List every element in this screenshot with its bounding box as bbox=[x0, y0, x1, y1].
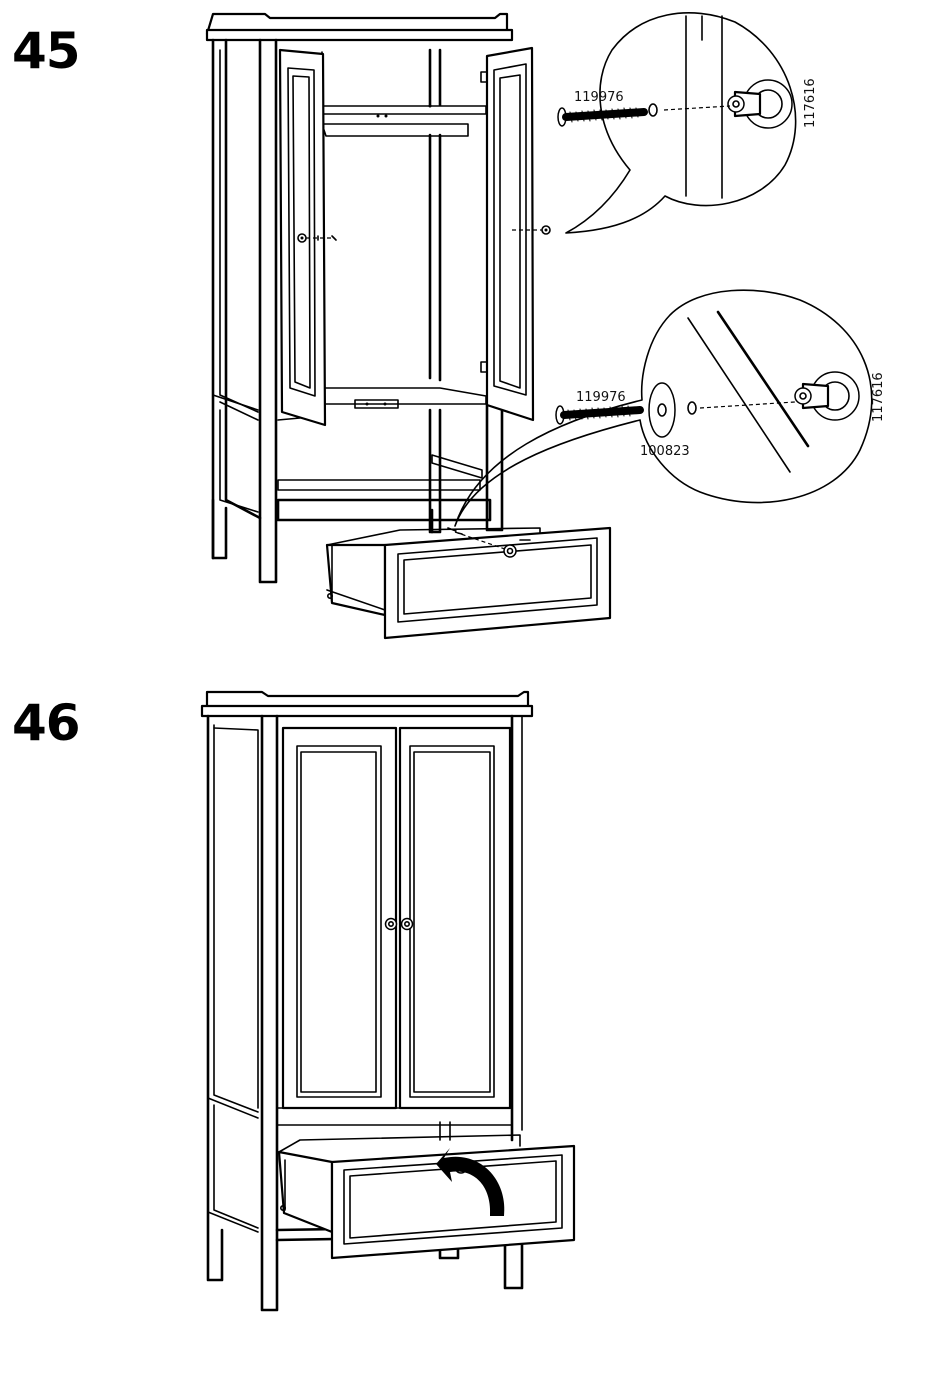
part-number-label: 100823 bbox=[640, 444, 690, 459]
part-number-label: 117616 bbox=[871, 372, 886, 422]
part-number-label: 119976 bbox=[576, 390, 626, 405]
detail-callout-door-knob bbox=[558, 13, 796, 233]
wardrobe-open-doors bbox=[207, 14, 610, 638]
part-number-label: 119976 bbox=[574, 90, 624, 105]
wardrobe-closed-doors bbox=[202, 692, 574, 1310]
part-number-label: 117616 bbox=[803, 78, 818, 128]
